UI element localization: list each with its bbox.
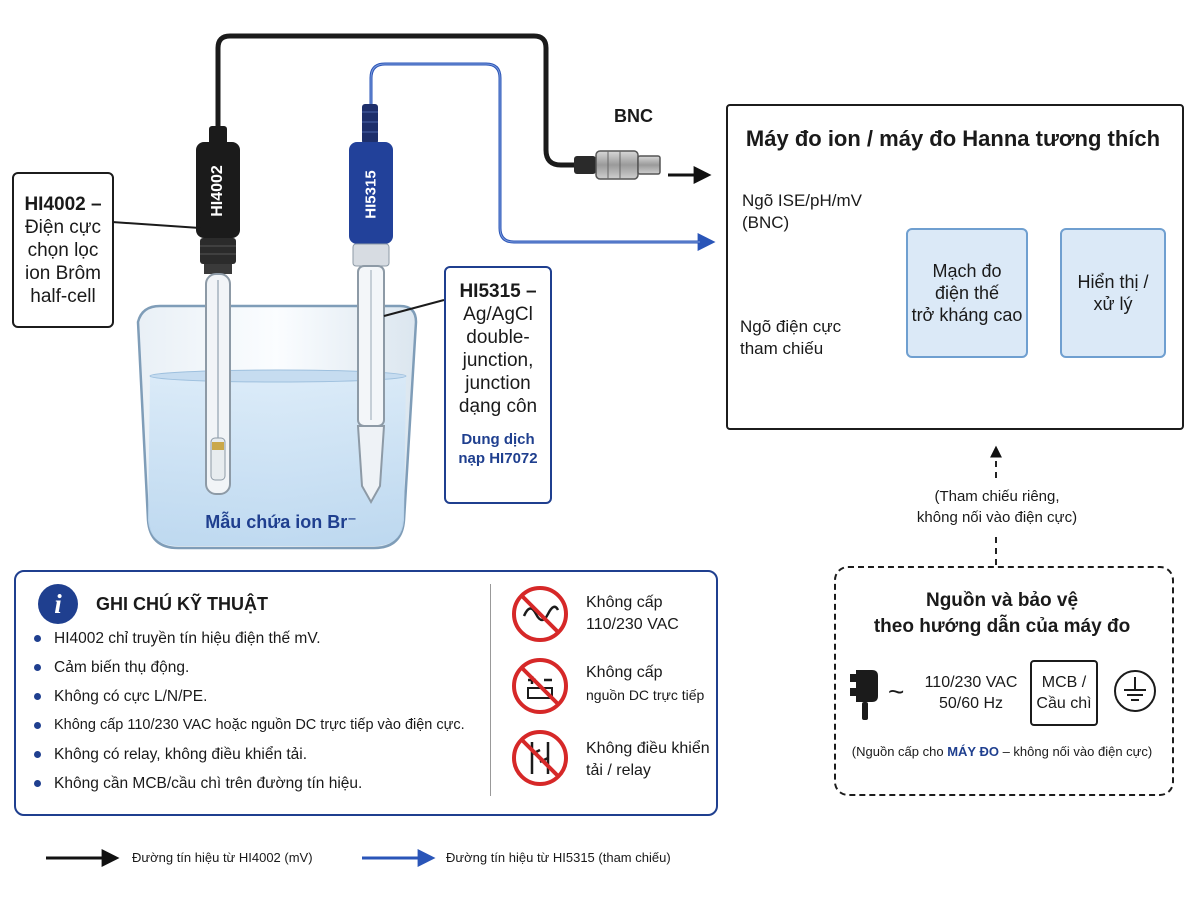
bnc-connector	[574, 150, 661, 180]
ground-icon	[1112, 668, 1158, 714]
no-ac-label: Không cấp 110/230 VAC	[586, 592, 679, 636]
notes-item: Không có cực L/N/PE.	[30, 682, 490, 711]
measurement-circuit-box: Mạch đo điện thế trở kháng cao	[906, 228, 1028, 358]
hi4002-callout: HI4002 – Điện cực chọn lọc ion Brôm half…	[12, 172, 114, 328]
no-ac-icon	[510, 584, 570, 644]
hi4002-cable	[215, 33, 578, 168]
hi4002-callout-line: ion Brôm	[24, 262, 102, 284]
mcb-fuse-box: MCB / Cầu chì	[1030, 660, 1098, 726]
bnc-label: BNC	[614, 106, 653, 126]
power-note-emph: MÁY ĐO	[947, 744, 999, 759]
notes-item: Cảm biến thụ động.	[30, 653, 490, 682]
technical-notes-panel	[14, 570, 718, 816]
hi5315-callout-line: HI5315 –	[459, 281, 537, 302]
fill-solution-line: Dung dịch	[461, 431, 535, 448]
power-note: (Nguồn cấp cho MÁY ĐO – không nối vào đi…	[842, 744, 1162, 759]
hi5315-pointer	[383, 299, 445, 317]
notes-item: Không cấp 110/230 VAC hoặc nguồn DC trực…	[30, 711, 490, 740]
notes-list: HI4002 chỉ truyền tín hiệu điện thế mV. …	[30, 624, 490, 798]
power-note-suffix: – không nối vào điện cực)	[998, 744, 1153, 759]
fill-solution-line: nạp HI7072	[458, 450, 538, 467]
info-icon: i	[38, 584, 78, 624]
notes-title: GHI CHÚ KỸ THUẬT	[96, 594, 268, 614]
hi5315-callout-line: junction	[465, 373, 531, 394]
hi5315-callout-line: Ag/AgCl	[463, 304, 533, 325]
ref-input-line: tham chiếu	[740, 339, 824, 358]
beaker-label: Mẫu chứa ion Br⁻	[205, 512, 357, 532]
mcb-line: Cầu chì	[1036, 695, 1092, 712]
display-line: Hiển thị /	[1077, 272, 1149, 292]
no-relay-label: Không điều khiển tải / relay	[586, 738, 710, 782]
mcb-line: MCB /	[1041, 674, 1087, 691]
hi4002-probe	[196, 126, 240, 495]
ac-spec-line: 50/60 Hz	[938, 695, 1004, 712]
separate-reference-note: (Tham chiếu riêng, không nối vào điện cự…	[862, 486, 1132, 528]
notes-item: HI4002 chỉ truyền tín hiệu điện thế mV.	[30, 624, 490, 653]
ise-input-line: (BNC)	[742, 213, 790, 232]
hi4002-callout-line: chọn lọc	[27, 239, 99, 261]
hi5315-cable	[369, 62, 716, 251]
hi5315-callout-line: junction,	[462, 350, 534, 371]
hi5315-body-label: HI5315	[362, 170, 380, 219]
plug-icon	[846, 664, 886, 724]
ref-input-line: Ngõ điện cực	[740, 317, 842, 336]
no-relay-icon	[510, 728, 570, 788]
no-dc-icon	[510, 656, 570, 716]
ref-input-label: Ngõ điện cực tham chiếu	[740, 316, 841, 360]
hi4002-pointer	[111, 221, 201, 229]
circuit-line: Mạch đo	[932, 261, 1002, 281]
legend-black-label: Đường tín hiệu từ HI4002 (mV)	[132, 850, 313, 865]
hi4002-callout-line: half-cell	[30, 285, 96, 307]
display-line: xử lý	[1093, 294, 1133, 314]
notes-item: Không cần MCB/cầu chì trên đường tín hiệ…	[30, 769, 490, 798]
hi4002-callout-line: HI4002 –	[24, 193, 102, 215]
circuit-line: điện thế	[934, 283, 1000, 303]
no-relay-line: tải / relay	[586, 762, 651, 779]
separate-reference-line: (Tham chiếu riêng,	[934, 488, 1060, 505]
no-relay-line: Không điều khiển	[586, 740, 710, 757]
fill-solution-label: Dung dịch nạp HI7072	[458, 430, 537, 468]
meter-title: Máy đo ion / máy đo Hanna tương thích	[745, 126, 1161, 151]
display-processing-box: Hiển thị / xử lý	[1060, 228, 1166, 358]
power-title-line: theo hướng dẫn của máy đo	[873, 616, 1131, 637]
no-ac-line: Không cấp	[586, 594, 663, 611]
hi5315-callout-line: double-	[466, 327, 530, 348]
separate-reference-line: không nối vào điện cực)	[916, 509, 1078, 526]
ac-spec: 110/230 VAC 50/60 Hz	[918, 672, 1024, 714]
notes-item: Không có relay, không điều khiển tải.	[30, 740, 490, 769]
circuit-line: trở kháng cao	[911, 305, 1023, 325]
no-dc-label: Không cấp nguồn DC trực tiếp	[586, 662, 704, 706]
ise-input-label: Ngõ ISE/pH/mV (BNC)	[742, 190, 862, 234]
hi5315-callout-line: dạng côn	[458, 396, 538, 417]
ac-tilde-icon: ~	[888, 676, 905, 707]
power-title-line: Nguồn và bảo vệ	[925, 590, 1079, 611]
hi4002-callout-line: Điện cực	[24, 216, 102, 238]
ise-input-line: Ngõ ISE/pH/mV	[742, 191, 862, 210]
hi5315-probe	[349, 104, 393, 505]
no-dc-line: Không cấp	[586, 664, 663, 681]
ac-spec-line: 110/230 VAC	[924, 674, 1018, 691]
no-ac-line: 110/230 VAC	[586, 616, 679, 633]
power-title: Nguồn và bảo vệ theo hướng dẫn của máy đ…	[840, 588, 1164, 640]
no-dc-line: nguồn DC trực tiếp	[586, 687, 705, 703]
legend-blue-label: Đường tín hiệu từ HI5315 (tham chiếu)	[446, 850, 671, 865]
notes-divider	[490, 584, 491, 796]
hi5315-callout: HI5315 – Ag/AgCl double- junction, junct…	[444, 266, 552, 504]
power-note-prefix: (Nguồn cấp cho	[851, 744, 948, 759]
hi4002-body-label: HI4002	[209, 165, 226, 217]
